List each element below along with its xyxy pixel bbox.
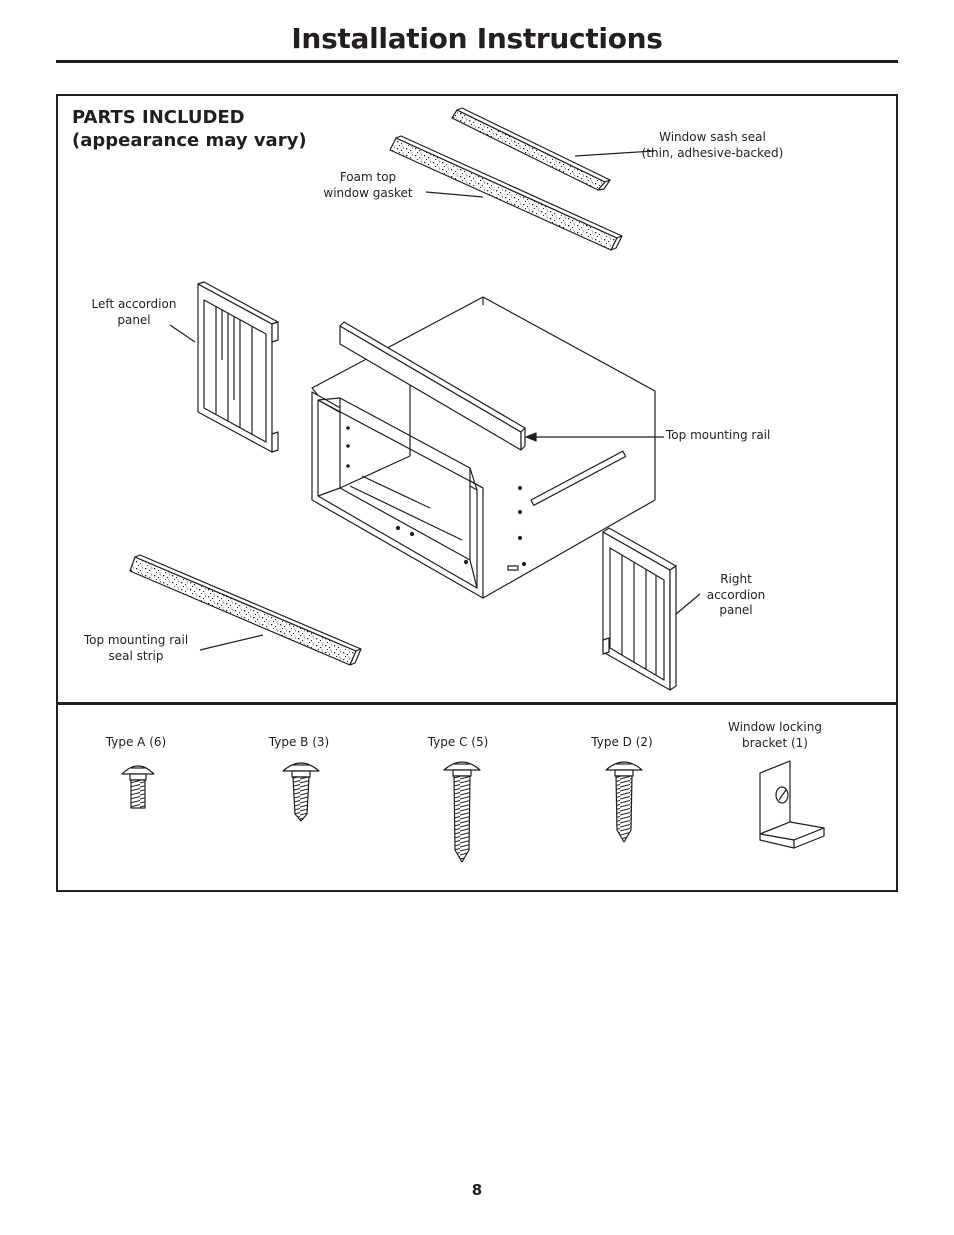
- right-panel-leader: [675, 593, 701, 615]
- page-number: 8: [471, 1181, 483, 1199]
- parts-heading-line2: (appearance may vary): [72, 130, 307, 151]
- left-panel-leader: [169, 324, 196, 343]
- seal-strip-leader: [199, 634, 264, 651]
- top-rail-label: Top mounting rail: [666, 428, 771, 442]
- right-accordion-panel: [602, 527, 677, 691]
- foam-gasket-strip: [389, 135, 623, 251]
- sash-seal-leader: [574, 150, 655, 157]
- window-sash-seal-strip: [451, 107, 611, 191]
- screw-type-b: [282, 762, 320, 822]
- foam-gasket-label: Foam top window gasket: [323, 170, 413, 200]
- foam-gasket-leader: [425, 191, 484, 198]
- screw-type-d: [605, 761, 643, 843]
- bracket-label: Window locking bracket (1): [728, 720, 822, 750]
- screw-type-c: [443, 761, 481, 863]
- parts-heading: PARTS INCLUDED (appearance may vary): [72, 106, 307, 152]
- screw-type-a: [121, 765, 155, 809]
- seal-strip-label: Top mounting rail seal strip: [83, 633, 189, 663]
- left-panel-label: Left accordion panel: [91, 297, 177, 327]
- window-sash-seal-label: Window sash seal (thin, adhesive-backed): [641, 130, 784, 160]
- top-mounting-rail: [339, 321, 526, 451]
- window-locking-bracket: [759, 760, 825, 849]
- type-a-label: Type A (6): [105, 735, 167, 749]
- hardware-divider: [58, 702, 896, 705]
- type-b-label: Type B (3): [268, 735, 330, 749]
- parts-included-box: PARTS INCLUDED (appearance may vary): [56, 94, 898, 892]
- page-title: Installation Instructions: [291, 22, 663, 55]
- type-c-label: Type C (5): [427, 735, 489, 749]
- rail-seal-strip: [129, 554, 362, 666]
- title-rule: [56, 60, 898, 63]
- right-panel-label: Right accordion panel: [706, 572, 766, 617]
- left-accordion-panel: [197, 281, 279, 453]
- type-d-label: Type D (2): [591, 735, 653, 749]
- parts-heading-line1: PARTS INCLUDED: [72, 107, 245, 128]
